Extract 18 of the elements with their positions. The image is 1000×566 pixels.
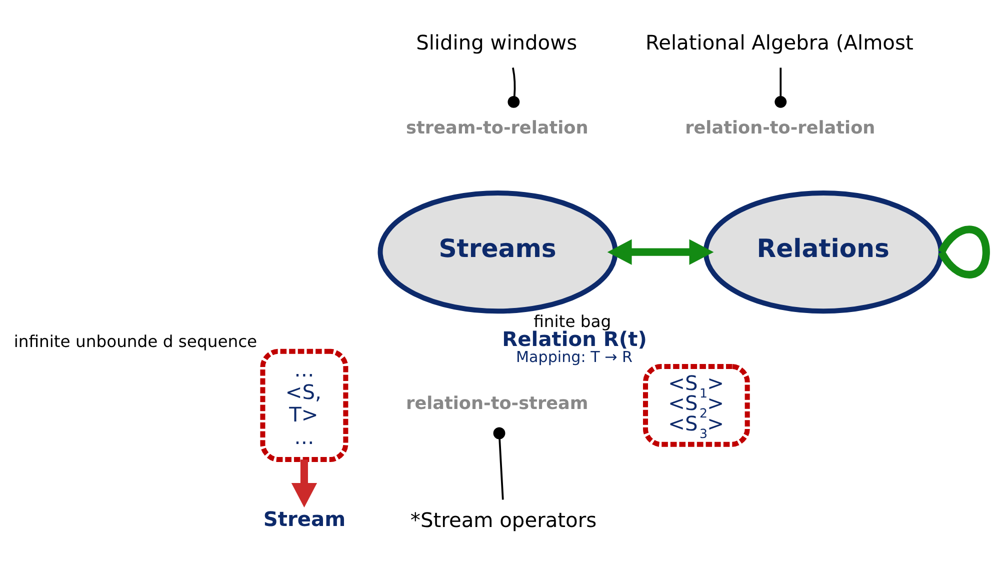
connector [493,426,506,500]
connector [508,67,520,108]
node-text: Stream [263,506,346,530]
node-ellipse: Relations [703,190,944,314]
arrow [291,459,318,507]
node-label: Mapping: T → R [516,348,633,366]
node-box: <S$_{1}$> <S$_{2}$> <S$_{3}$> [643,363,750,446]
node-ellipse: Streams [378,190,618,314]
arrow [607,238,714,264]
node-text: Sliding windows [416,30,578,54]
node-text: *Stream operators [410,508,597,532]
node-text: Relational Algebra (Almost [646,30,914,54]
node-text: relation-to-stream [406,393,588,414]
node-text: relation-to-relation [685,118,876,138]
node-box: … <S, T> … [260,348,348,462]
node-label: infinite unbounde d sequence [14,331,258,350]
connector [774,67,787,108]
node-text: stream-to-relation [406,118,588,138]
